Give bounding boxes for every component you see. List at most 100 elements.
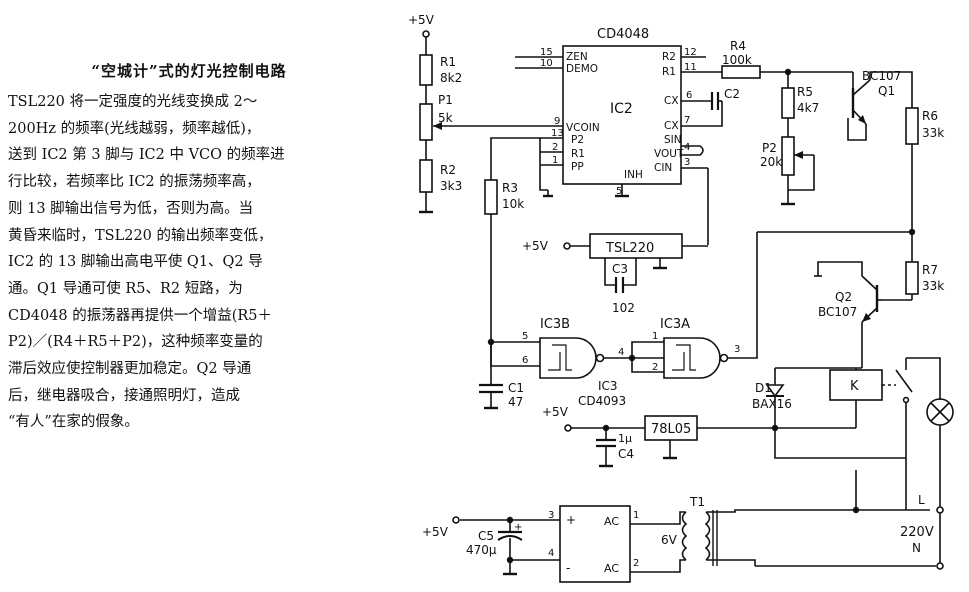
p1-ref: P1 — [438, 93, 453, 107]
q2-part: BC107 — [818, 305, 857, 319]
c5-value: 470μ — [466, 543, 497, 557]
c4-ref: C4 — [618, 447, 634, 461]
p2-ref: P2 — [762, 141, 777, 155]
r5-resistor — [781, 87, 795, 119]
svg-text:CX: CX — [664, 95, 679, 107]
mains-n: N — [912, 541, 921, 555]
svg-text:R1: R1 — [662, 66, 676, 78]
t1-secondary: 6V — [661, 533, 678, 547]
svg-text:AC: AC — [604, 515, 619, 528]
r1-p1-r2-divider: +5V R1 8k2 P1 5k R2 3k3 — [408, 13, 563, 214]
description-line: 后，继电器吸合，接通照明灯，造成 — [8, 387, 240, 404]
ic3-name: IC3 — [598, 379, 618, 393]
c2-capacitor: C2 — [710, 87, 740, 110]
r7-ref: R7 — [922, 263, 938, 277]
svg-text:ZEN: ZEN — [566, 51, 588, 63]
q2-transistor: Q2 BC107 — [814, 261, 882, 368]
svg-text:7: 7 — [684, 115, 690, 126]
svg-text:4: 4 — [618, 347, 624, 358]
svg-text:VCOIN: VCOIN — [566, 122, 600, 134]
tsl-supply-label: +5V — [522, 239, 549, 253]
svg-text:DEMO: DEMO — [566, 63, 598, 75]
svg-text:12: 12 — [684, 47, 697, 58]
svg-text:10: 10 — [540, 58, 553, 69]
bridge-supply-label: +5V — [422, 525, 449, 539]
description-line: CD4048 的振荡器再提供一个增益(R5＋ — [8, 307, 273, 324]
svg-text:2: 2 — [552, 142, 558, 153]
svg-text:3: 3 — [734, 344, 740, 355]
r6-value: 33k — [922, 126, 944, 140]
description-line: 黄昏来临时，TSL220 的输出频率变低， — [8, 227, 273, 244]
svg-text:3: 3 — [548, 510, 554, 521]
r6-r7: R6 33k R7 33k — [756, 107, 944, 352]
description-line: 行比较，若频率比 IC2 的振荡频率高， — [8, 174, 261, 191]
bridge-body — [559, 505, 631, 583]
c1-ref: C1 — [508, 381, 524, 395]
r7-resistor — [905, 261, 919, 295]
transformer-t1: T1 6V — [630, 495, 856, 573]
r7-value: 33k — [922, 279, 944, 293]
svg-text:2: 2 — [633, 558, 639, 569]
description-line: IC2 的 13 脚输出高电平使 Q1、Q2 导 — [8, 254, 263, 271]
p2-potentiometer — [781, 136, 795, 176]
r2-value: 3k3 — [440, 179, 462, 193]
svg-text:6: 6 — [522, 355, 528, 366]
q1-ref: Q1 — [878, 84, 895, 98]
svg-text:SIN: SIN — [664, 134, 682, 146]
regulator-78l05: +5V 78L05 1μ C4 — [542, 405, 856, 468]
c1-value: 47 — [508, 395, 523, 409]
ic3-cd4093: IC3B IC3A 5 6 4 1 2 3 IC3 CD4093 — [490, 317, 758, 408]
description-line: 通。Q1 导通可使 R5、R2 短路，为 — [8, 280, 243, 297]
r1-ref: R1 — [440, 55, 456, 69]
description-line: 则 13 脚输出信号为低，否则为高。当 — [8, 200, 254, 217]
r3-c1: R3 10k C1 47 — [479, 137, 540, 410]
svg-text:+: + — [566, 513, 576, 527]
p1-potentiometer — [419, 103, 433, 141]
svg-text:3: 3 — [684, 157, 690, 168]
c3-value: 102 — [612, 301, 635, 315]
svg-text:1: 1 — [552, 155, 558, 166]
t1-ref: T1 — [689, 495, 705, 509]
svg-text:13: 13 — [551, 128, 564, 139]
r5-value: 4k7 — [797, 101, 819, 115]
svg-text:11: 11 — [684, 62, 697, 73]
r4-ref: R4 — [730, 39, 746, 53]
description-line: 送到 IC2 第 3 脚与 IC2 中 VCO 的频率进 — [8, 147, 285, 164]
r1-value: 8k2 — [440, 71, 462, 85]
description-line: TSL220 将一定强度的光线变换成 2～ — [8, 94, 258, 110]
r6-resistor — [905, 107, 919, 145]
ic2-name: IC2 — [610, 101, 633, 117]
r3-resistor — [484, 179, 498, 215]
description-line: 200Hz 的频率(光线越弱，频率越低)， — [8, 120, 261, 137]
c4-value: 1μ — [618, 432, 632, 445]
svg-text:5: 5 — [522, 331, 528, 342]
svg-text:-: - — [566, 561, 570, 575]
svg-text:R1: R1 — [571, 148, 585, 160]
svg-text:P2: P2 — [571, 134, 584, 146]
bridge-rectifier: + - AC AC 3 4 1 2 +5V + C5 470μ — [422, 505, 639, 583]
svg-text:5: 5 — [616, 186, 622, 197]
ic3a-gate — [663, 337, 721, 379]
r1-resistor — [419, 54, 433, 86]
r2-resistor — [419, 159, 433, 193]
ic3b-label: IC3B — [540, 317, 570, 332]
reg-supply-label: +5V — [542, 405, 569, 419]
relay-and-lamp: D1 BAX16 K — [752, 357, 954, 566]
svg-text:1: 1 — [633, 510, 639, 521]
svg-text:+: + — [514, 522, 522, 533]
ic3a-label: IC3A — [660, 317, 690, 332]
r4-resistor — [721, 65, 761, 79]
q2-ref: Q2 — [835, 290, 852, 304]
mains-voltage: 220V — [900, 525, 934, 540]
p1-value: 5k — [438, 111, 453, 125]
reg-part: 78L05 — [651, 422, 691, 437]
r6-ref: R6 — [922, 109, 938, 123]
description-line: “有人”在家的假象。 — [8, 414, 139, 431]
r5-ref: R5 — [797, 85, 813, 99]
r4-value: 100k — [722, 53, 752, 67]
ic2-part: CD4048 — [597, 27, 649, 42]
svg-text:R2: R2 — [662, 51, 676, 63]
relay-ref: K — [850, 379, 859, 394]
r2-ref: R2 — [440, 163, 456, 177]
